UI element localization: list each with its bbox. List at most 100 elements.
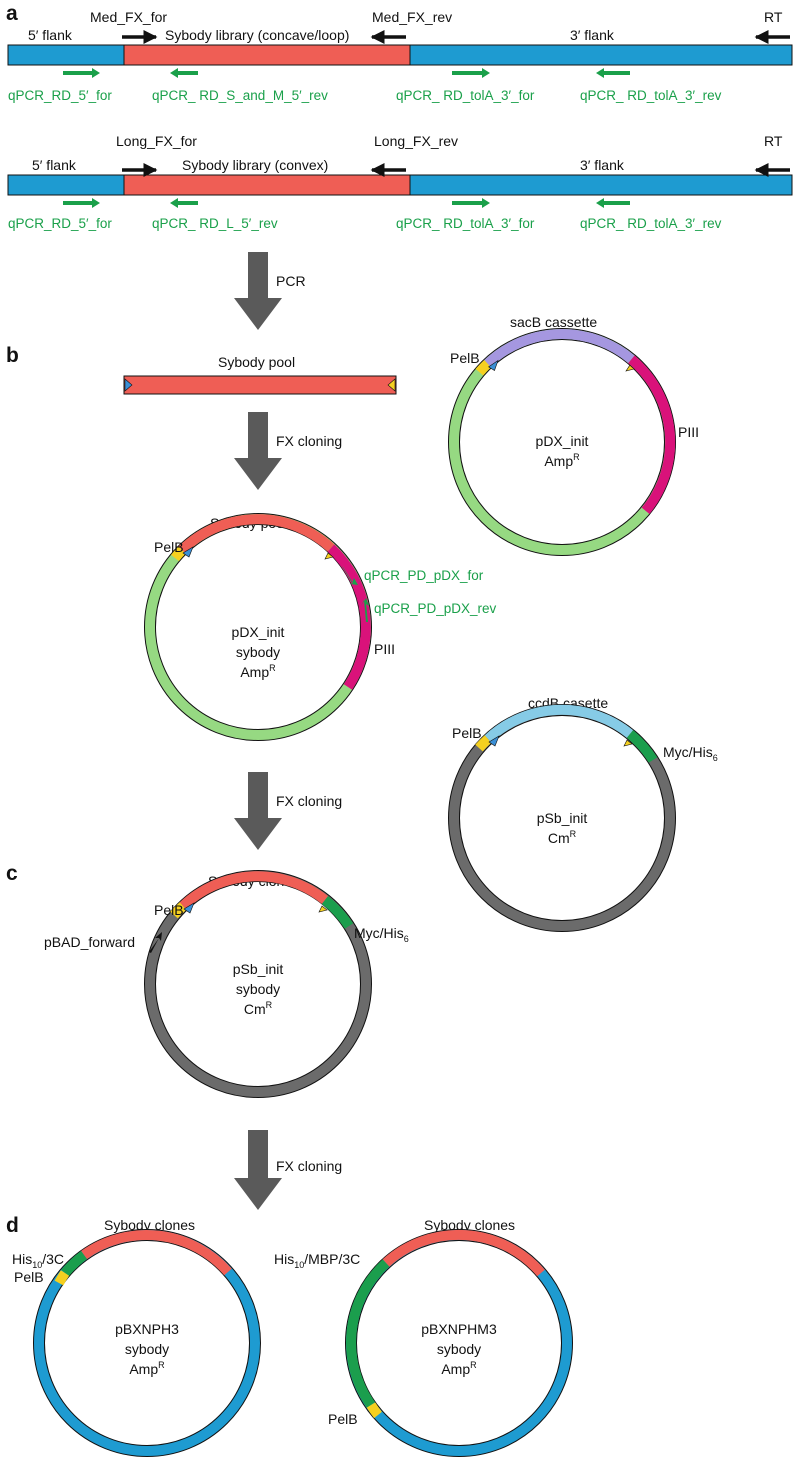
- rt-label: RT: [764, 9, 783, 25]
- flank5-label: 5′ flank: [28, 27, 73, 43]
- primer-label-2-1: qPCR_RD_5′_for: [8, 216, 112, 231]
- pbxnphm3-pelb-arc: [366, 1402, 382, 1419]
- flank3-label: 3′ flank: [570, 27, 615, 43]
- flank3-segment: [409, 44, 793, 66]
- psb-init-marker: CmR: [548, 829, 577, 846]
- fx-site-right-marker: [387, 378, 396, 392]
- psb-init-plasmid: ccdB casette PelB Myc/His6 pSb_init CmR: [448, 695, 718, 932]
- pbxnphm3-marker: AmpR: [441, 1360, 477, 1377]
- pbxnphm3-pelb-label: PelB: [328, 1411, 358, 1427]
- pbxnph3-marker: AmpR: [129, 1360, 165, 1377]
- med-fx-for-label: Med_FX_for: [90, 9, 167, 25]
- pbxnph3-line2: sybody: [125, 1341, 169, 1357]
- pdx-init-pelb-label: PelB: [450, 350, 480, 366]
- fx-cloning-arrow-2: [234, 772, 282, 850]
- flank5-segment: [7, 44, 125, 66]
- pdx-init-marker: AmpR: [544, 452, 580, 469]
- psb-sybody-tag-arc: [321, 896, 354, 929]
- pbxnph3-pelb-label: PelB: [14, 1269, 44, 1285]
- primer-label-1: qPCR_RD_5′_for: [8, 88, 112, 103]
- primer-tola-for-arrow-2: [452, 198, 490, 208]
- library-label: Sybody library (concave/loop): [165, 27, 349, 43]
- fx-cloning-arrow-3: [234, 1130, 282, 1210]
- pcr-step-label: PCR: [276, 273, 306, 289]
- psb-init-tag-arc: [626, 730, 658, 763]
- pdx-for-primer-arrow: [342, 566, 358, 585]
- library-segment-2: [123, 174, 411, 196]
- long-fx-for-label: Long_FX_for: [116, 133, 197, 149]
- construct-convex: Long_FX_for Long_FX_rev RT 5′ flank Sybo…: [7, 133, 793, 231]
- fx-cloning-label-3: FX cloning: [276, 1158, 342, 1174]
- panel-label-d: d: [6, 1214, 19, 1237]
- pdx-sybody-pelb-label: PelB: [154, 539, 184, 555]
- fx-cloning-arrow-1: [234, 412, 282, 490]
- sybody-pool-title: Sybody pool: [218, 354, 295, 370]
- pbxnphm3-title: Sybody clones: [424, 1217, 515, 1233]
- primer-label-2-4: qPCR_ RD_tolA_3′_rev: [580, 216, 722, 231]
- piii-arc: [628, 355, 676, 514]
- library-label-2: Sybody library (convex): [182, 157, 328, 173]
- construct-concave: Med_FX_for Med_FX_rev RT 5′ flank Sybody…: [7, 9, 793, 103]
- pdx-sybody-piii-arc: [327, 544, 371, 690]
- pdx-sybody-pelb-arc: [171, 546, 186, 562]
- primer-label-2-2: qPCR_ RD_L_5′_rev: [152, 216, 278, 231]
- pdx-sybody-insert-arc: [178, 514, 335, 554]
- primer-5-for-arrow-2: [63, 198, 100, 208]
- primer-label-3: qPCR_ RD_tolA_3′_for: [396, 88, 535, 103]
- sybody-pool-fragment: [123, 375, 397, 395]
- flank3-segment-2: [409, 174, 793, 196]
- pbxnphm3-line2: sybody: [437, 1341, 481, 1357]
- psb-sybody-tag-label: Myc/His6: [354, 925, 409, 944]
- primer-5-for-arrow: [63, 68, 100, 78]
- ccdb-cassette-arc: [484, 704, 634, 743]
- flank5-label-2: 5′ flank: [32, 157, 77, 173]
- panel-label-c: c: [6, 862, 18, 885]
- sacb-cassette-arc: [484, 329, 635, 368]
- psb-init-tag-label: Myc/His6: [663, 744, 718, 763]
- pbxnph3-tag-arc: [61, 1250, 88, 1277]
- fx-cloning-label-2: FX cloning: [276, 793, 342, 809]
- pdx-rev-primer-label: qPCR_PD_pDX_rev: [374, 601, 497, 616]
- primer-label-4: qPCR_ RD_tolA_3′_rev: [580, 88, 722, 103]
- psb-sybody-pelb-label: PelB: [154, 902, 184, 918]
- psb-init-name: pSb_init: [537, 810, 588, 826]
- pbxnphm3-tag-label: His10/MBP/3C: [274, 1251, 360, 1270]
- pdx-sybody-marker: AmpR: [240, 663, 276, 680]
- pdx-init-name: pDX_init: [536, 433, 589, 449]
- pbxnph3-insert-arc: [81, 1229, 232, 1276]
- fx-cloning-label-1: FX cloning: [276, 433, 342, 449]
- pbxnph3-title: Sybody clones: [104, 1217, 195, 1233]
- long-fx-rev-label: Long_FX_rev: [374, 133, 458, 149]
- pbxnph3-name: pBXNPH3: [115, 1321, 179, 1337]
- med-fx-rev-label: Med_FX_rev: [372, 9, 452, 25]
- pbxnphm3-insert-arc: [382, 1229, 545, 1277]
- psb-init-pelb-label: PelB: [452, 725, 482, 741]
- rt-label-2: RT: [764, 133, 783, 149]
- pbxnphm3-tag-arc: [346, 1259, 390, 1408]
- pdx-init-plasmid: sacB cassette PelB PIII pDX_init AmpR: [448, 314, 699, 556]
- primer-tola-rev-arrow: [596, 68, 630, 78]
- psb-sybody-plasmid: Sybody clones PelB pBAD_forward Myc/His6…: [44, 870, 409, 1098]
- pbxnph3-pelb-arc: [54, 1270, 70, 1286]
- pcr-step-arrow: [234, 252, 282, 330]
- pdx-init-piii-label: PIII: [678, 424, 699, 440]
- pbxnph3-plasmid: Sybody clones His10/3C PelB pBXNPH3 sybo…: [12, 1217, 261, 1457]
- panel-label-b: b: [6, 344, 19, 367]
- psb-init-pelb-arc: [475, 735, 492, 752]
- sacb-cassette-label: sacB cassette: [510, 314, 597, 330]
- pbxnphm3-plasmid: Sybody clones His10/MBP/3C PelB pBXNPHM3…: [274, 1217, 573, 1457]
- pbxnph3-tag-label: His10/3C: [12, 1251, 64, 1270]
- psb-sybody-line2: sybody: [236, 981, 280, 997]
- pdx-for-primer-label: qPCR_PD_pDX_for: [364, 568, 484, 583]
- pdx-sybody-line2: sybody: [236, 644, 280, 660]
- primer-label-2-3: qPCR_ RD_tolA_3′_for: [396, 216, 535, 231]
- library-segment: [123, 44, 411, 66]
- pdx-sybody-piii-label: PIII: [374, 641, 395, 657]
- fx-site-left-marker: [124, 378, 133, 392]
- primer-tola-for-arrow: [452, 68, 490, 78]
- primer-l-rev-arrow: [170, 198, 198, 208]
- panel-label-a: a: [6, 2, 18, 25]
- primer-label-2: qPCR_ RD_S_and_M_5′_rev: [152, 88, 328, 103]
- psb-sybody-name: pSb_init: [233, 961, 284, 977]
